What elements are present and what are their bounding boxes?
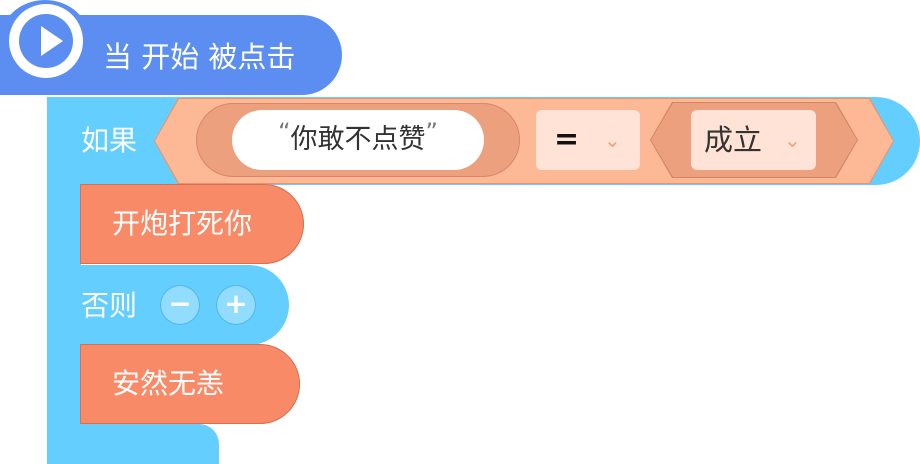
remove-branch-button[interactable]: −: [160, 285, 200, 325]
if-keyword: 如果: [81, 124, 138, 157]
open-quote-icon: “: [278, 118, 291, 146]
close-quote-icon: ”: [425, 118, 438, 146]
operator-value: =: [554, 122, 580, 157]
boolean-value: 成立: [704, 123, 763, 157]
if-else-block-foot[interactable]: [47, 424, 219, 464]
then-action-label: 开炮打死你: [112, 207, 253, 240]
string-input[interactable]: “你敢不点赞”: [232, 110, 484, 170]
boolean-dropdown[interactable]: [691, 110, 816, 170]
add-branch-button[interactable]: +: [216, 285, 256, 325]
then-action-block[interactable]: 开炮打死你: [80, 184, 304, 264]
operator-dropdown[interactable]: [536, 110, 640, 170]
chevron-down-icon[interactable]: ⌄: [604, 128, 621, 152]
chevron-down-icon[interactable]: ⌄: [784, 128, 801, 152]
else-keyword: 否则: [81, 289, 138, 322]
else-action-block[interactable]: 安然无恙: [80, 344, 300, 424]
string-value: 你敢不点赞: [290, 124, 426, 155]
else-action-label: 安然无恙: [112, 367, 225, 400]
event-block-label: 当 开始 被点击: [103, 40, 296, 74]
play-icon[interactable]: [9, 4, 83, 78]
